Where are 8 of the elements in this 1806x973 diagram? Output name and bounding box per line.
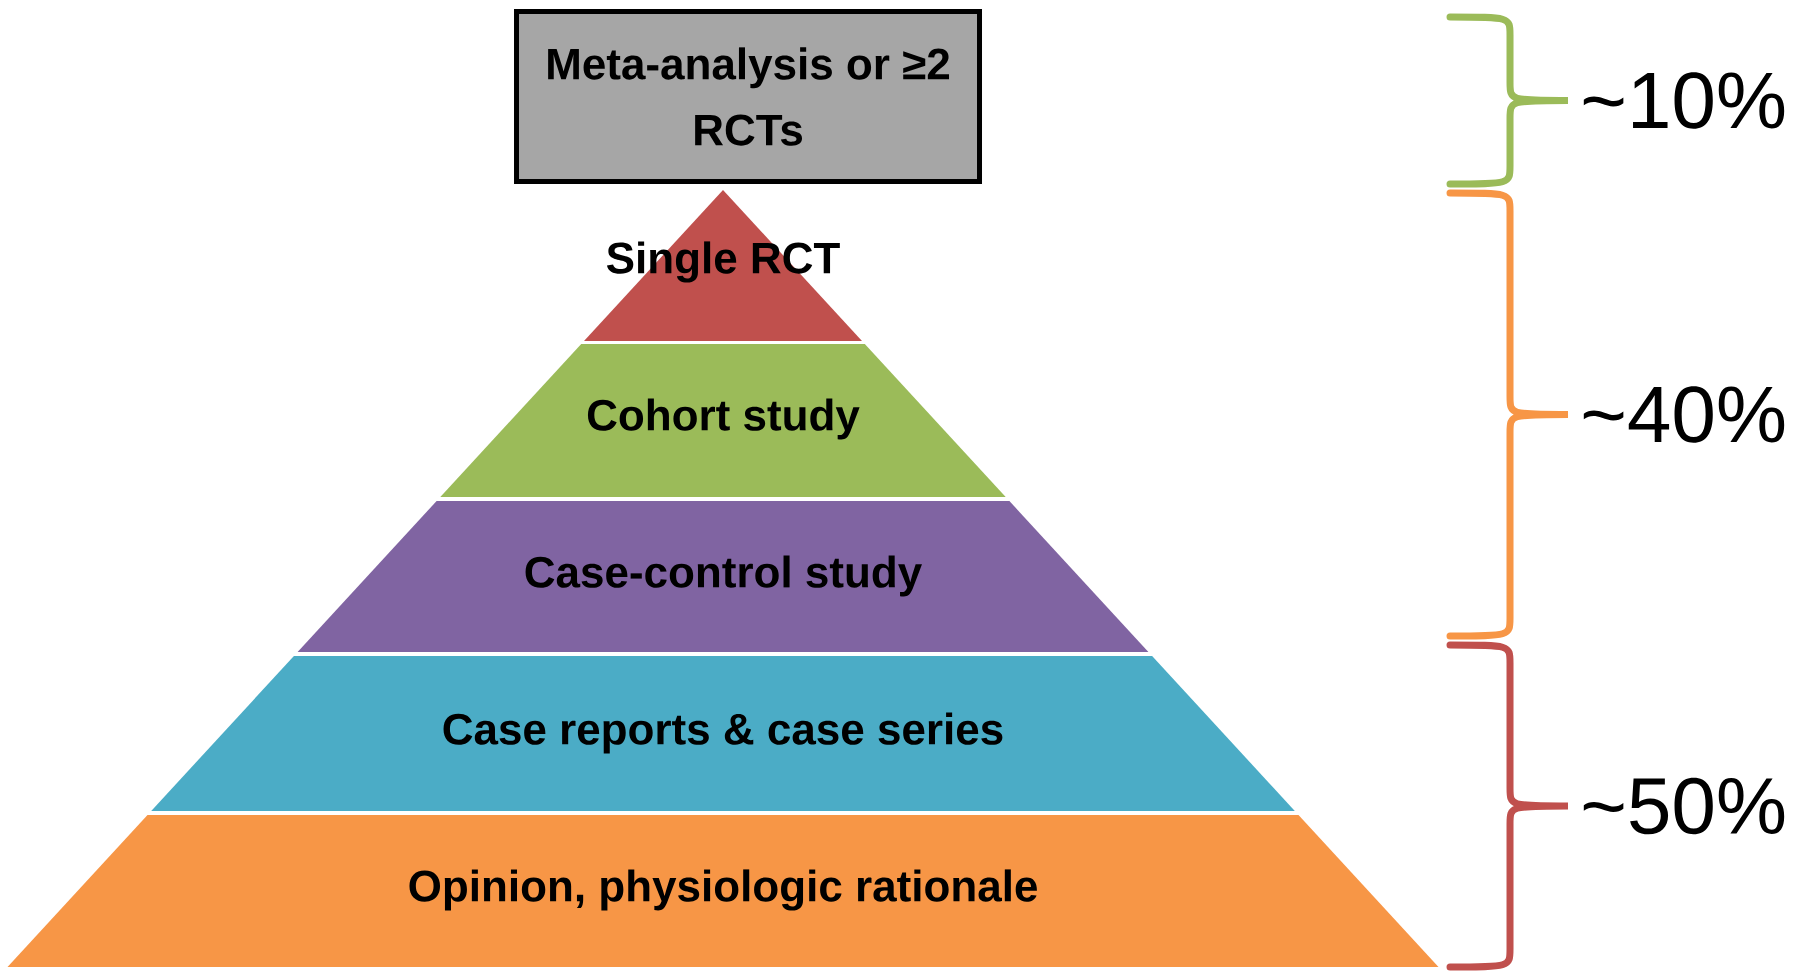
pyramid-level: Cohort study	[440, 344, 1006, 497]
percentage-label: ~10%	[1583, 72, 1785, 129]
label-box: Meta-analysis or ≥2 RCTs	[514, 9, 982, 184]
percentage-label: ~40%	[1583, 386, 1785, 443]
percentage-label: ~50%	[1583, 777, 1785, 835]
pyramid-level: Case-control study	[297, 501, 1149, 652]
pyramid-level: Case reports & case series	[151, 656, 1295, 811]
pyramid-level: Opinion, physiologic rationale	[7, 815, 1439, 967]
